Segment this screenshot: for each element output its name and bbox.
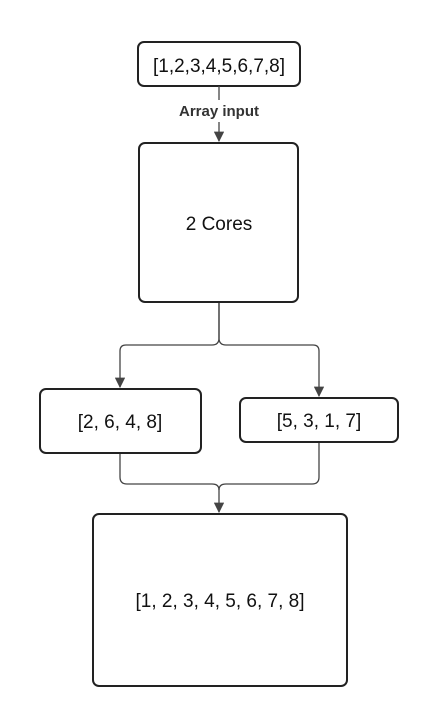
cores-label: 2 Cores bbox=[186, 214, 253, 235]
edge-chunks-to-result bbox=[119, 443, 320, 514]
result-node: [1, 2, 3, 4, 5, 6, 7, 8] bbox=[92, 513, 348, 687]
edge-input-to-cores: Array input bbox=[179, 86, 259, 143]
left-chunk-node: [2, 6, 4, 8] bbox=[39, 388, 202, 454]
right-chunk-node: [5, 3, 1, 7] bbox=[239, 397, 399, 443]
input-array-label: [1,2,3,4,5,6,7,8] bbox=[153, 56, 285, 77]
right-chunk-label: [5, 3, 1, 7] bbox=[277, 411, 362, 432]
input-array-node: [1,2,3,4,5,6,7,8] bbox=[137, 41, 301, 87]
result-label: [1, 2, 3, 4, 5, 6, 7, 8] bbox=[136, 591, 305, 612]
cores-node: 2 Cores bbox=[138, 142, 299, 303]
edge-cores-to-chunks bbox=[114, 303, 325, 398]
edge-input-label: Array input bbox=[179, 103, 259, 120]
left-chunk-label: [2, 6, 4, 8] bbox=[78, 412, 163, 433]
